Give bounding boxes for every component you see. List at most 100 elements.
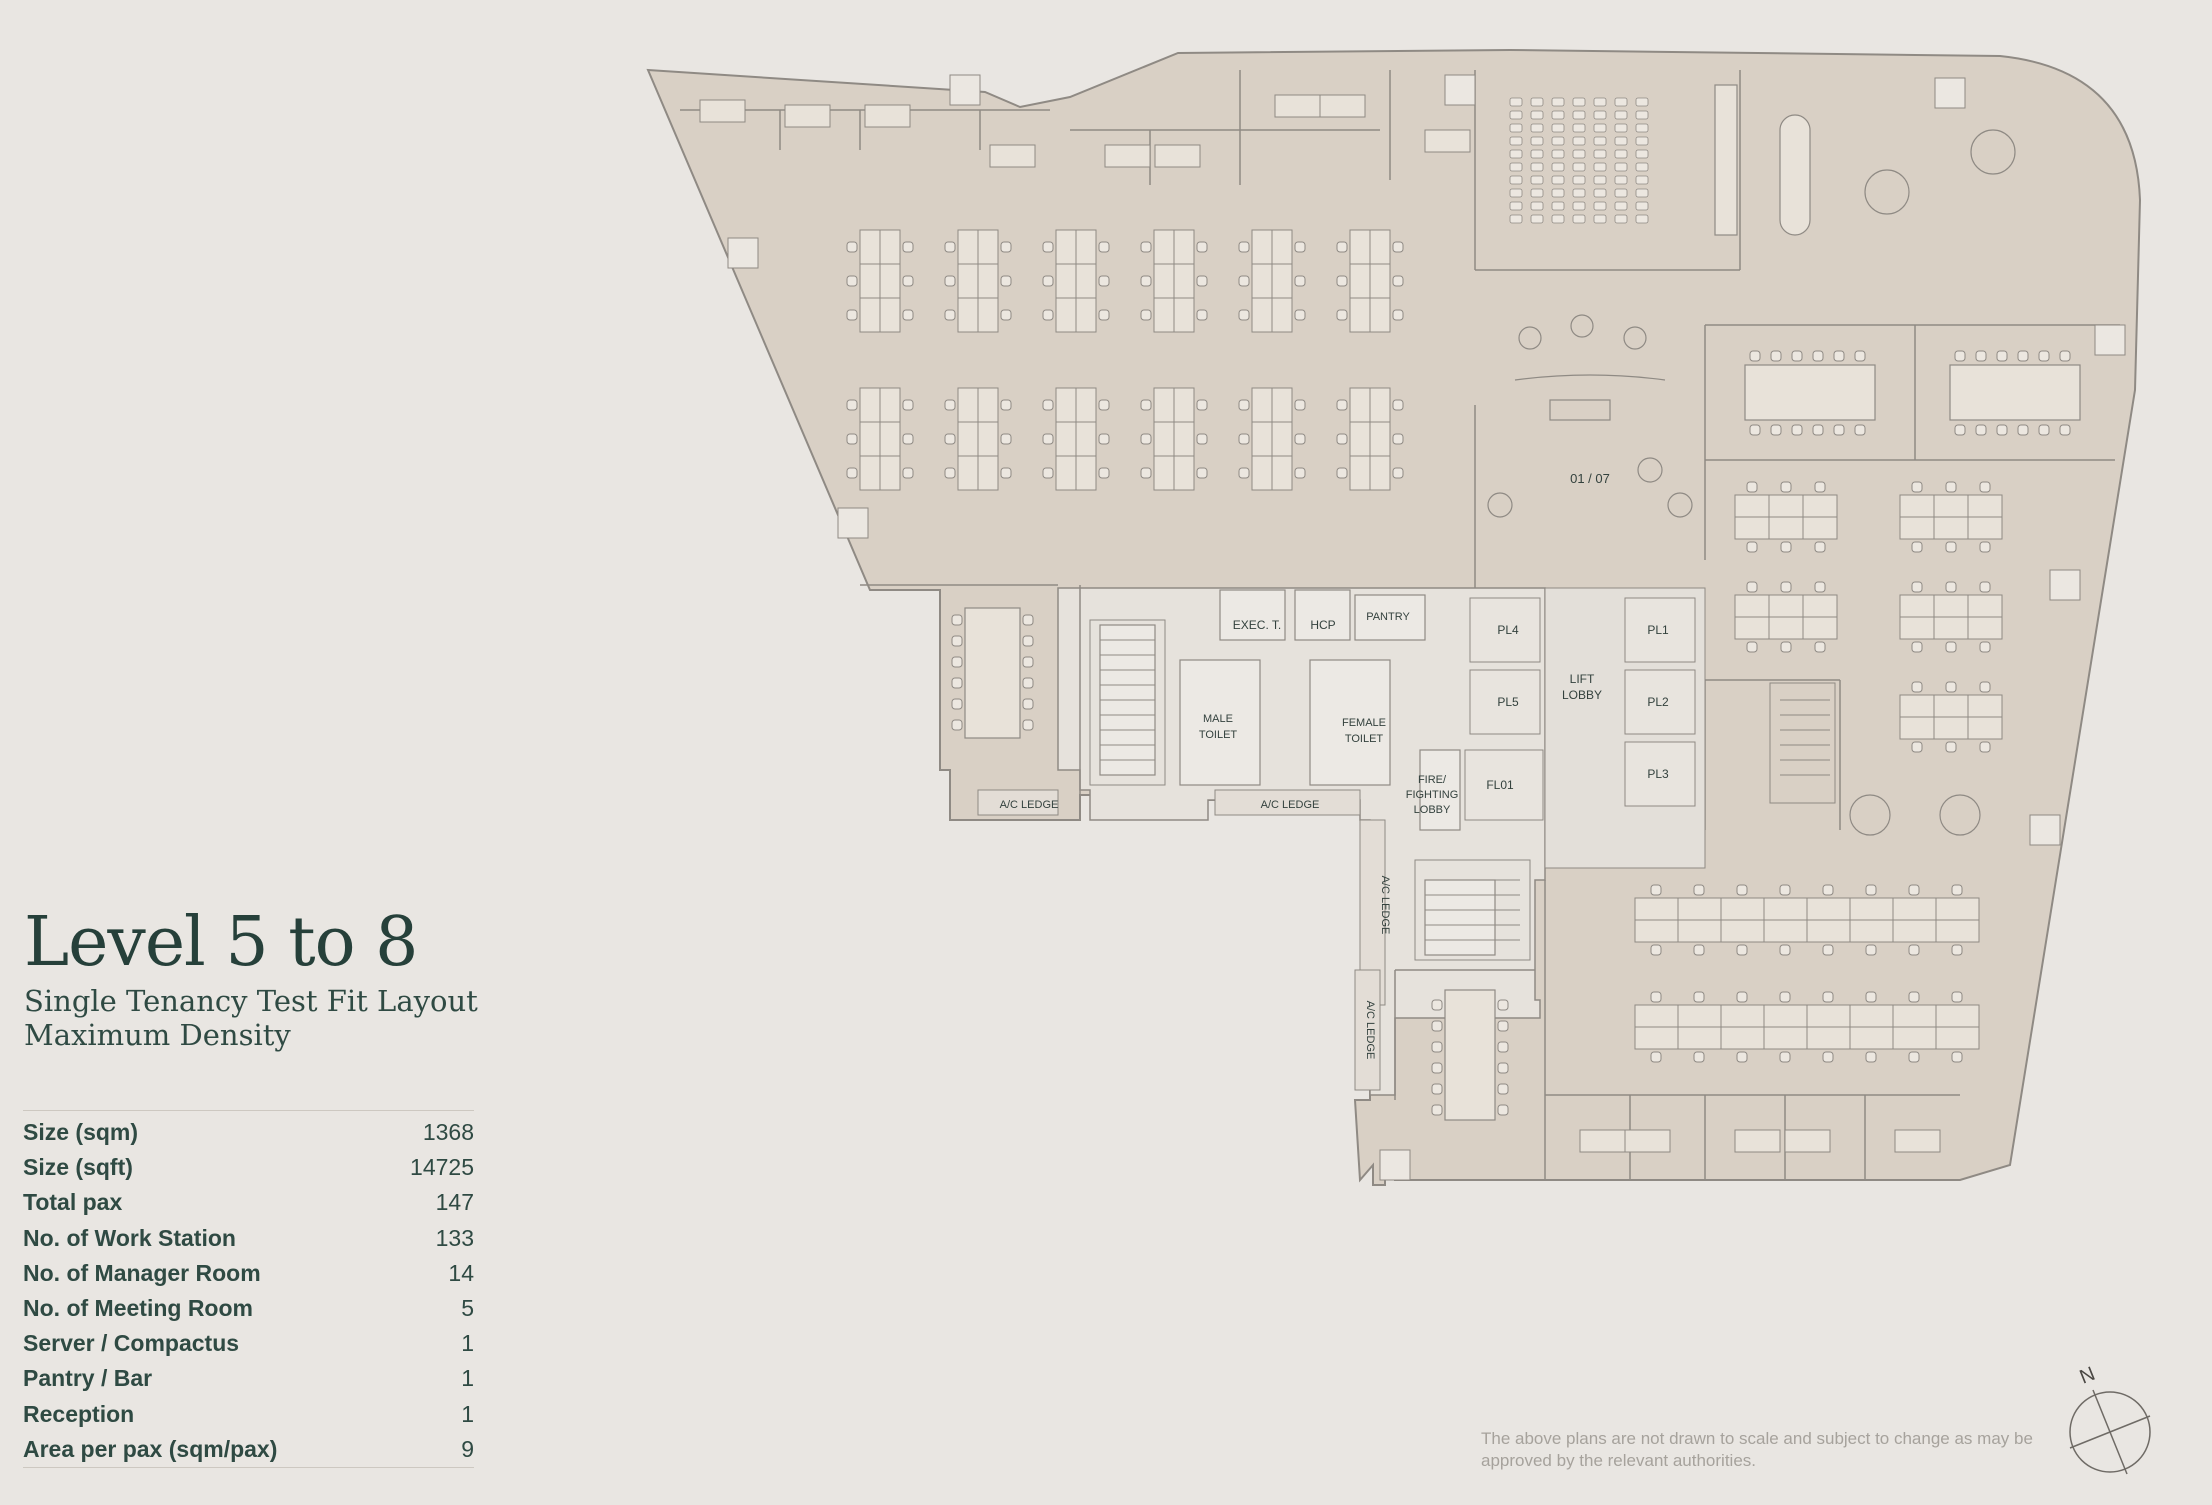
chair bbox=[846, 399, 858, 411]
workstation-desk bbox=[1768, 594, 1804, 618]
chair bbox=[1954, 424, 1966, 436]
auditorium-seat bbox=[1593, 97, 1607, 107]
chair bbox=[1736, 944, 1748, 956]
workstation-desk bbox=[1251, 421, 1273, 457]
stat-value: 1368 bbox=[422, 1119, 474, 1146]
chair bbox=[1042, 241, 1054, 253]
exec-toilet-label: EXEC. T. bbox=[1233, 618, 1281, 632]
auditorium-seat bbox=[1614, 136, 1628, 146]
chair bbox=[1650, 944, 1662, 956]
lift-label-pl3: PL3 bbox=[1647, 767, 1669, 781]
chair bbox=[951, 656, 963, 668]
chair bbox=[1975, 424, 1987, 436]
chair bbox=[1431, 1041, 1443, 1053]
chair bbox=[1746, 481, 1758, 493]
workstation-desk bbox=[977, 421, 999, 457]
workstation-desk bbox=[1677, 1004, 1722, 1028]
workstation-desk bbox=[1967, 494, 2003, 518]
auditorium-seat bbox=[1551, 123, 1565, 133]
workstation-desk bbox=[1768, 616, 1804, 640]
chair bbox=[1650, 991, 1662, 1003]
subtitle-line-1: Single Tenancy Test Fit Layout bbox=[24, 984, 478, 1018]
auditorium-seat bbox=[1593, 175, 1607, 185]
male-toilet-label-1: MALE bbox=[1203, 713, 1233, 725]
chair bbox=[1336, 433, 1348, 445]
chair bbox=[902, 309, 914, 321]
workstation-desk bbox=[859, 387, 881, 423]
auditorium-seat bbox=[1509, 201, 1523, 211]
stat-value: 1 bbox=[461, 1330, 474, 1357]
manager-desks bbox=[699, 94, 1941, 1153]
workstation-desk bbox=[1849, 1004, 1894, 1028]
chair bbox=[1336, 275, 1348, 287]
auditorium-seat bbox=[1593, 149, 1607, 159]
workstation-desk bbox=[1634, 1004, 1679, 1028]
auditorium-seat bbox=[1572, 175, 1586, 185]
meeting-tables bbox=[964, 84, 2081, 1121]
chair bbox=[1865, 944, 1877, 956]
chair bbox=[1780, 581, 1792, 593]
workstation-desk bbox=[1369, 263, 1391, 299]
auditorium-seat bbox=[1572, 162, 1586, 172]
reception-label: 01 / 07 bbox=[1570, 471, 1610, 486]
chair bbox=[1042, 399, 1054, 411]
workstation-desk bbox=[1967, 694, 2003, 718]
workstation-desk bbox=[879, 455, 901, 491]
workstation-desk bbox=[1271, 421, 1293, 457]
page-title: Level 5 to 8 bbox=[24, 903, 418, 982]
workstation-desk bbox=[1251, 455, 1273, 491]
workstation-desk bbox=[1933, 694, 1969, 718]
chair bbox=[1780, 641, 1792, 653]
chair bbox=[1746, 541, 1758, 553]
workstation-desk bbox=[1935, 919, 1980, 943]
chair bbox=[1392, 433, 1404, 445]
workstation-desk bbox=[1806, 1004, 1851, 1028]
auditorium-seat bbox=[1509, 136, 1523, 146]
stat-label: Area per pax (sqm/pax) bbox=[23, 1435, 278, 1462]
chair bbox=[1749, 424, 1761, 436]
chair bbox=[1736, 1051, 1748, 1063]
chair bbox=[1833, 350, 1845, 362]
workstation-desk bbox=[1349, 421, 1371, 457]
workstation-desk bbox=[1349, 229, 1371, 265]
chair bbox=[1746, 581, 1758, 593]
auditorium-seat bbox=[1530, 188, 1544, 198]
chair bbox=[1294, 309, 1306, 321]
chair bbox=[1822, 1051, 1834, 1063]
auditorium-seat bbox=[1551, 188, 1565, 198]
chair bbox=[1996, 424, 2008, 436]
chair bbox=[1822, 884, 1834, 896]
chair bbox=[1022, 677, 1034, 689]
auditorium-seat bbox=[1635, 136, 1649, 146]
workstation-desk bbox=[1806, 919, 1851, 943]
auditorium-seat bbox=[1551, 201, 1565, 211]
chair bbox=[1196, 309, 1208, 321]
stat-row-size-sqft: Size (sqft)14725 bbox=[23, 1150, 474, 1185]
auditorium-seat bbox=[1551, 136, 1565, 146]
workstation-desk bbox=[1153, 297, 1175, 333]
chair bbox=[1022, 656, 1034, 668]
auditorium-seat bbox=[1614, 149, 1628, 159]
chair bbox=[1693, 944, 1705, 956]
workstation-desk bbox=[1055, 421, 1077, 457]
north-compass-icon: N bbox=[2069, 1363, 2151, 1475]
stat-label: No. of Work Station bbox=[23, 1224, 236, 1251]
chair bbox=[1238, 309, 1250, 321]
workstation-desk bbox=[1153, 229, 1175, 265]
chair bbox=[1736, 991, 1748, 1003]
stat-value: 5 bbox=[461, 1295, 474, 1322]
workstation-desk bbox=[1349, 455, 1371, 491]
auditorium-seat bbox=[1509, 123, 1523, 133]
chair bbox=[902, 467, 914, 479]
auditorium-seat bbox=[1572, 188, 1586, 198]
chair bbox=[1780, 541, 1792, 553]
disclaimer: The above plans are not drawn to scale a… bbox=[1481, 1429, 2033, 1470]
workstation-desk bbox=[879, 263, 901, 299]
workstation-desk bbox=[1768, 494, 1804, 518]
chair bbox=[1812, 424, 1824, 436]
auditorium-seat bbox=[1509, 175, 1523, 185]
chair bbox=[1945, 581, 1957, 593]
lift-label-pl1: PL1 bbox=[1647, 623, 1669, 637]
chair bbox=[1497, 1020, 1509, 1032]
